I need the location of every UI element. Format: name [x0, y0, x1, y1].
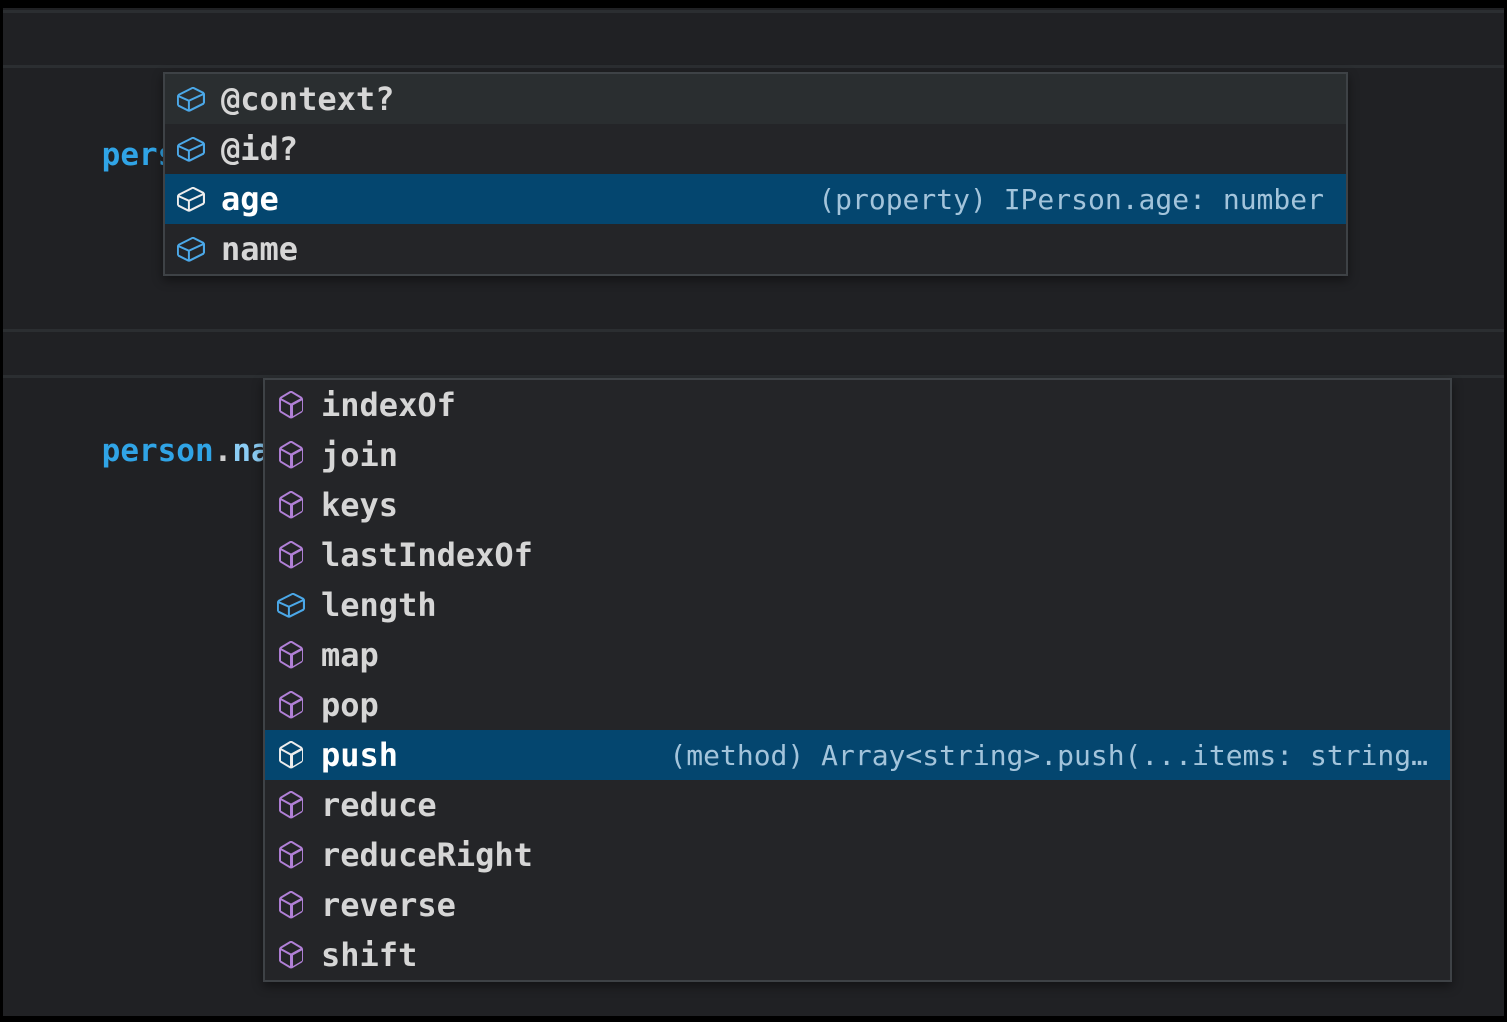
- suggestion-label: map: [321, 636, 379, 674]
- suggestion-item[interactable]: join: [265, 430, 1450, 480]
- symbol-field-icon: [277, 593, 305, 618]
- suggestion-item[interactable]: map: [265, 630, 1450, 680]
- code-token: .: [213, 433, 233, 469]
- suggestion-item[interactable]: reverse: [265, 880, 1450, 930]
- symbol-method-icon: [279, 941, 303, 969]
- symbol-method-icon: [279, 791, 303, 819]
- suggest-widget-person: @context? @id? age (property) IPer: [163, 72, 1348, 276]
- suggestion-label: @context?: [221, 80, 395, 118]
- symbol-method-icon: [279, 691, 303, 719]
- suggestion-label: keys: [321, 486, 399, 524]
- symbol-method-icon: [279, 541, 303, 569]
- suggestion-label: name: [221, 230, 299, 268]
- suggestion-label: reduceRight: [321, 836, 533, 874]
- symbol-method-icon: [279, 441, 303, 469]
- code-editor[interactable]: person.; person.name.; @context?: [3, 8, 1504, 1016]
- suggestion-item[interactable]: name: [165, 224, 1346, 274]
- symbol-method-icon: [279, 641, 303, 669]
- suggestion-item[interactable]: pop: [265, 680, 1450, 730]
- symbol-method-icon: [279, 891, 303, 919]
- suggestion-label: length: [321, 586, 437, 624]
- suggestion-label: age: [221, 180, 279, 218]
- symbol-field-icon: [177, 237, 205, 262]
- suggestion-label: @id?: [221, 130, 299, 168]
- suggestion-item[interactable]: age (property) IPerson.age: number: [165, 174, 1346, 224]
- suggestion-label: indexOf: [321, 386, 456, 424]
- suggestion-item[interactable]: reduce: [265, 780, 1450, 830]
- suggestion-label: push: [321, 736, 399, 774]
- suggestion-item[interactable]: @id?: [165, 124, 1346, 174]
- symbol-method-icon: [279, 491, 303, 519]
- symbol-method-icon: [279, 391, 303, 419]
- suggestion-detail: (property) IPerson.age: number: [818, 182, 1324, 216]
- suggestion-item[interactable]: keys: [265, 480, 1450, 530]
- suggestion-item[interactable]: push (method) Array<string>.push(...item…: [265, 730, 1450, 780]
- symbol-method-icon: [279, 741, 303, 769]
- suggestion-item[interactable]: length: [265, 580, 1450, 630]
- suggestion-item[interactable]: shift: [265, 930, 1450, 980]
- code-token: person: [101, 433, 214, 469]
- code-line-person-name[interactable]: person.name.;: [27, 329, 345, 472]
- suggestion-item[interactable]: lastIndexOf: [265, 530, 1450, 580]
- suggestion-item[interactable]: @context?: [165, 74, 1346, 124]
- suggestion-item[interactable]: indexOf: [265, 380, 1450, 430]
- code-line-person[interactable]: person.;: [27, 10, 251, 180]
- suggestion-label: reverse: [321, 886, 456, 924]
- symbol-field-icon: [177, 187, 205, 212]
- symbol-field-icon: [177, 87, 205, 112]
- suggestion-detail: (method) Array<string>.push(...items: st…: [669, 738, 1428, 772]
- suggest-widget-name: indexOf join keys: [263, 378, 1452, 982]
- symbol-method-icon: [279, 841, 303, 869]
- suggestion-label: reduce: [321, 786, 437, 824]
- suggestion-label: join: [321, 436, 399, 474]
- suggestion-label: shift: [321, 936, 418, 974]
- suggestion-label: lastIndexOf: [321, 536, 533, 574]
- suggestion-item[interactable]: reduceRight: [265, 830, 1450, 880]
- symbol-field-icon: [177, 137, 205, 162]
- suggestion-label: pop: [321, 686, 379, 724]
